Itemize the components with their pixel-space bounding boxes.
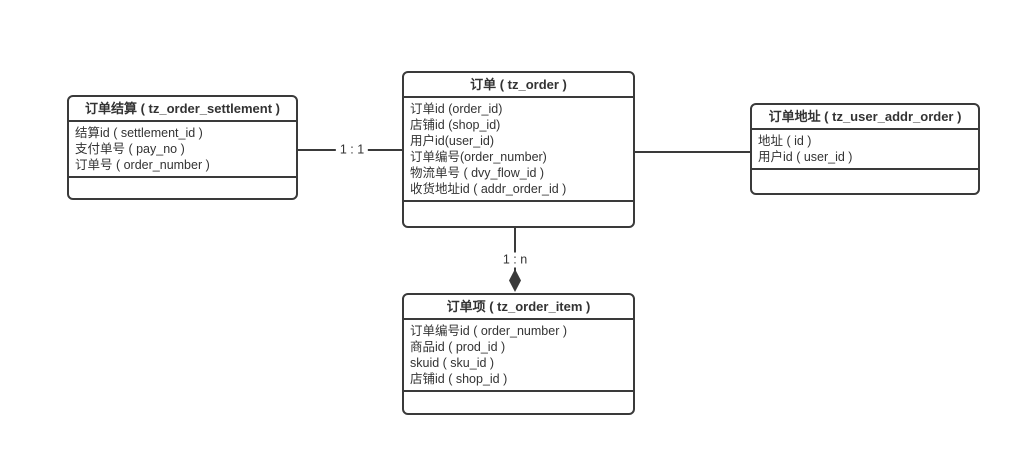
entity-fields-tz-user-addr-order: 地址 ( id ) 用户id ( user_id ) bbox=[752, 130, 978, 170]
entity-footer bbox=[404, 202, 633, 226]
entity-field: 订单id (order_id) bbox=[410, 102, 503, 116]
entity-field: 店铺id ( shop_id ) bbox=[410, 372, 508, 386]
entity-field: 订单号 ( order_number ) bbox=[75, 158, 210, 172]
entity-tz-user-addr-order: 订单地址 ( tz_user_addr_order ) 地址 ( id ) 用户… bbox=[750, 103, 980, 195]
entity-footer bbox=[752, 170, 978, 193]
entity-field: 物流单号 ( dvy_flow_id ) bbox=[410, 166, 545, 180]
relation-line-order-item bbox=[514, 228, 516, 272]
entity-fields-tz-order-settlement: 结算id ( settlement_id ) 支付单号 ( pay_no ) 订… bbox=[69, 122, 296, 178]
entity-fields-tz-order-item: 订单编号id ( order_number ) 商品id ( prod_id )… bbox=[404, 320, 633, 392]
entity-title-tz-order: 订单 ( tz_order ) bbox=[404, 73, 633, 98]
relation-label-1-1: 1 : 1 bbox=[335, 142, 369, 158]
entity-field: 订单编号id ( order_number ) bbox=[410, 324, 567, 338]
entity-field: 商品id ( prod_id ) bbox=[410, 340, 506, 354]
entity-field: 支付单号 ( pay_no ) bbox=[75, 142, 185, 156]
entity-field: 订单编号(order_number) bbox=[410, 150, 547, 164]
relation-line-order-addr bbox=[635, 151, 750, 153]
entity-field: 结算id ( settlement_id ) bbox=[75, 126, 203, 140]
diamond-arrow-icon bbox=[509, 269, 521, 292]
entity-field: 用户id(user_id) bbox=[410, 134, 495, 148]
entity-title-tz-order-item: 订单项 ( tz_order_item ) bbox=[404, 295, 633, 320]
entity-title-tz-order-settlement: 订单结算 ( tz_order_settlement ) bbox=[69, 97, 296, 122]
entity-field: 地址 ( id ) bbox=[758, 134, 812, 148]
entity-field: 店铺id (shop_id) bbox=[410, 118, 501, 132]
entity-tz-order-settlement: 订单结算 ( tz_order_settlement ) 结算id ( sett… bbox=[67, 95, 298, 200]
entity-tz-order: 订单 ( tz_order ) 订单id (order_id) 店铺id (sh… bbox=[402, 71, 635, 228]
entity-title-tz-user-addr-order: 订单地址 ( tz_user_addr_order ) bbox=[752, 105, 978, 130]
entity-footer bbox=[404, 392, 633, 413]
entity-tz-order-item: 订单项 ( tz_order_item ) 订单编号id ( order_num… bbox=[402, 293, 635, 415]
entity-fields-tz-order: 订单id (order_id) 店铺id (shop_id) 用户id(user… bbox=[404, 98, 633, 202]
entity-footer bbox=[69, 178, 296, 198]
entity-field: skuid ( sku_id ) bbox=[410, 356, 495, 370]
entity-field: 用户id ( user_id ) bbox=[758, 150, 853, 164]
relation-label-1-n: 1 : n bbox=[498, 252, 532, 268]
entity-field: 收货地址id ( addr_order_id ) bbox=[410, 182, 567, 196]
